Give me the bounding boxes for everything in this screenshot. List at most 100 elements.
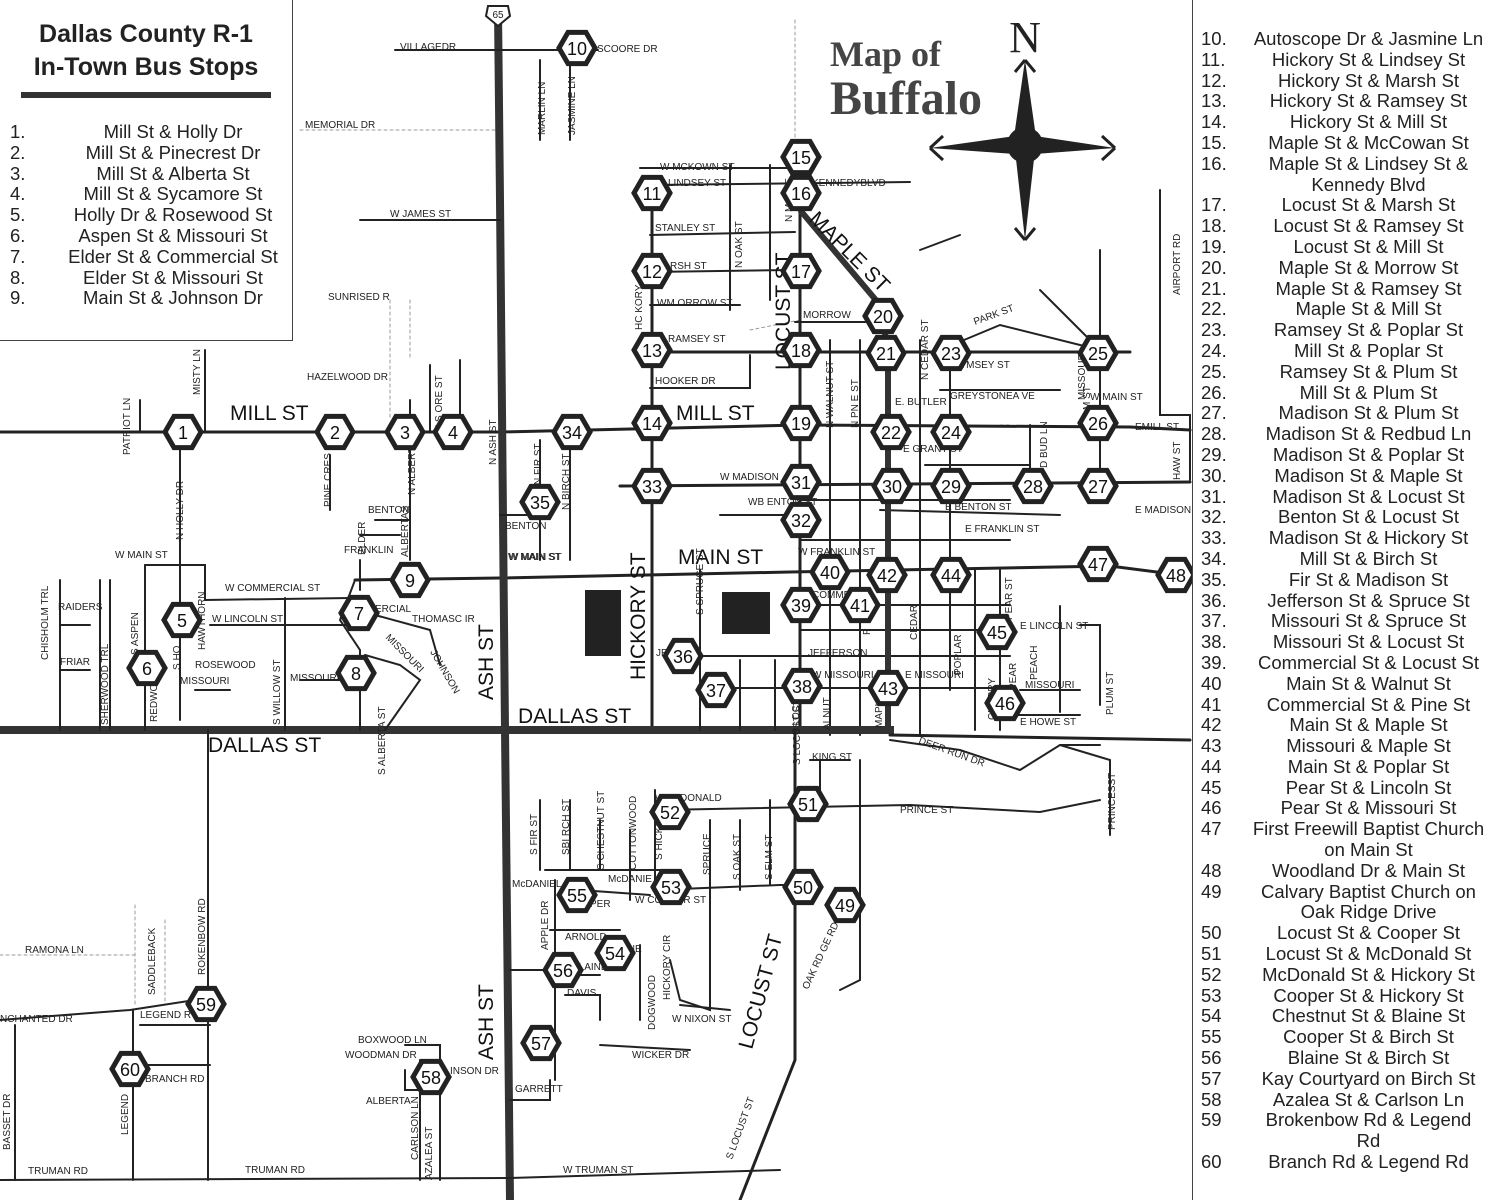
bus-stop-number: 9: [405, 571, 415, 591]
minor-street-label: AIRPORT RD: [1172, 234, 1183, 295]
stop-list-item: 17.Locust St & Marsh St: [1193, 195, 1500, 216]
bus-stop-number: 20: [873, 307, 893, 327]
bus-stop-number: 6: [142, 659, 152, 679]
stop-description: Missouri & Maple St: [1286, 735, 1451, 757]
minor-street-label: SADDLEBACK: [147, 927, 158, 995]
bus-stop-marker: 60: [109, 1050, 151, 1088]
minor-street-label: W TRUMAN ST: [563, 1165, 633, 1176]
minor-street-label: BOXWOOD LN: [358, 1035, 427, 1046]
stop-description: Mill St & Pinecrest Dr: [85, 141, 261, 163]
minor-street-label: RSH ST: [670, 261, 707, 272]
minor-street-label: S HO: [172, 645, 183, 670]
bus-stop-number: 30: [882, 477, 902, 497]
bus-stop-marker: 59: [185, 985, 227, 1023]
hexagon-icon: [839, 586, 881, 624]
hexagon-icon: [695, 671, 737, 709]
bus-stop-marker: 58: [410, 1058, 452, 1096]
map-title-small: Map of: [830, 34, 941, 74]
stop-number: 37.: [1201, 610, 1227, 632]
stop-number: 18.: [1201, 215, 1227, 237]
bus-stop-marker: 49: [824, 886, 866, 924]
legend-panel-left: Dallas County R-1 In-Town Bus Stops 1.Mi…: [0, 0, 293, 341]
stop-description: Locust St & Mill St: [1293, 235, 1444, 257]
street-label: MILL ST: [230, 402, 309, 425]
stop-number: 31.: [1201, 485, 1227, 507]
stop-list-item: 25.Ramsey St & Plum St: [1193, 361, 1500, 383]
minor-street-label: WOODMAN DR: [345, 1050, 417, 1061]
bus-stop-number: 8: [351, 664, 361, 684]
minor-street-label: AZALEA ST: [424, 1127, 435, 1180]
minor-street-label: OAK RD GE RD: [801, 921, 842, 992]
title-line-1: Dallas County R-1: [39, 20, 253, 48]
bus-stop-number: 13: [642, 341, 662, 361]
bus-stop-number: 5: [177, 611, 187, 631]
stop-number: 45: [1201, 776, 1222, 798]
bus-stop-number: 37: [706, 681, 726, 701]
bus-stop-marker: 37: [695, 671, 737, 709]
bus-stop-marker: 41: [839, 586, 881, 624]
minor-street-label: ALBERTAS: [400, 505, 411, 557]
stop-description: Azalea St & Carlson Ln: [1272, 1088, 1465, 1110]
minor-street-label: SPRUCE: [702, 833, 713, 875]
minor-street-label: SHERWOOD TRL: [100, 643, 111, 725]
stop-number: 56: [1201, 1047, 1222, 1069]
hexagon-icon: [787, 785, 829, 823]
bus-stop-number: 1: [178, 423, 188, 443]
bus-stop-number: 39: [791, 596, 811, 616]
stop-list-item: 20.Maple St & Morrow St: [1193, 257, 1500, 279]
minor-street-label: W MAIN ST: [508, 552, 561, 563]
minor-street-label: TRUMAN RD: [245, 1165, 305, 1176]
stop-description: Main St & Johnson Dr: [83, 287, 263, 309]
hexagon-icon: [867, 669, 909, 707]
minor-street-label: S LOCUST ST: [792, 700, 803, 765]
hexagon-icon: [782, 868, 824, 906]
stop-description: Hickory St & Mill St: [1289, 111, 1448, 133]
hexagon-icon: [780, 501, 822, 539]
hexagon-icon: [161, 601, 203, 639]
stop-number: 52: [1201, 963, 1222, 985]
stop-number: 50: [1201, 922, 1222, 944]
bus-stop-marker: 6: [126, 649, 168, 687]
stop-number: 60: [1201, 1151, 1222, 1173]
stop-list-item: 1.Mill St & Holly Dr: [0, 121, 292, 143]
minor-street-label: N WALNUT ST: [825, 361, 836, 428]
minor-street-label: S ELM ST: [764, 834, 775, 880]
stop-number: 35.: [1201, 568, 1227, 590]
stop-number: 22.: [1201, 298, 1227, 320]
stop-number: 38.: [1201, 631, 1227, 653]
stop-number: 26.: [1201, 381, 1227, 403]
bus-stop-marker: 21: [865, 334, 907, 372]
bus-stop-marker: 15: [780, 138, 822, 176]
minor-street-label: COTTONWOOD: [628, 796, 639, 870]
stop-number: 42: [1201, 714, 1222, 736]
bus-stop-number: 44: [941, 566, 961, 586]
stop-number: 49: [1201, 880, 1222, 902]
bus-stop-number: 24: [941, 423, 961, 443]
stop-list-item: 35.Fir St & Madison St: [1193, 568, 1500, 591]
bus-stop-number: 41: [850, 596, 870, 616]
hexagon-icon: [410, 1058, 452, 1096]
stop-list-item: 21.Maple St & Ramsey St: [1193, 277, 1500, 300]
hexagon-icon: [520, 1024, 562, 1062]
minor-street-label: RAMONA LN: [25, 945, 84, 956]
stop-description: Maple St & Lindsey St &: [1268, 152, 1469, 174]
minor-street-label: CEDAR: [909, 605, 920, 640]
stop-description: Mill St & Poplar St: [1293, 339, 1444, 361]
bus-stop-number: 58: [421, 1068, 441, 1088]
minor-street-label: NCHANTED DR: [0, 1014, 73, 1025]
hexagon-icon: [780, 404, 822, 442]
minor-street-label: PEACH: [1029, 646, 1040, 680]
stop-number: 21.: [1201, 277, 1227, 299]
stop-description: Locust St & Cooper St: [1276, 922, 1461, 944]
minor-street-label: W MAIN ST: [1090, 392, 1143, 403]
hexagon-icon: [631, 331, 673, 369]
hexagon-icon: [1077, 334, 1119, 372]
bus-stop-number: 7: [354, 604, 364, 624]
stop-description: Maple St & Mill St: [1295, 298, 1442, 320]
